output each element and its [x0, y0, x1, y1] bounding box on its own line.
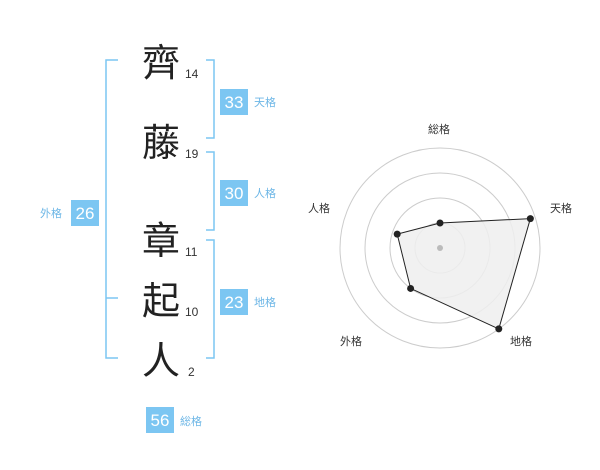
radar-axis-label-gaikaku: 外格 — [340, 335, 362, 348]
name-char-2: 藤 — [142, 121, 181, 165]
name-char-4: 起 — [142, 279, 181, 323]
radar-point-0 — [436, 219, 444, 227]
tenkaku-bracket — [206, 59, 215, 139]
name-char-1: 齊 — [142, 41, 181, 85]
soukaku-label: 総格 — [180, 415, 202, 428]
jinkaku-bracket — [206, 151, 215, 231]
jinkaku-label: 人格 — [254, 187, 276, 200]
name-char-5: 人 — [142, 339, 181, 383]
stroke-count-1: 14 — [185, 67, 199, 81]
soukaku-value: 56 — [146, 407, 174, 433]
tenkaku-value: 33 — [220, 89, 248, 115]
radar-ring-4 — [339, 147, 541, 349]
stroke-count-2: 19 — [185, 147, 199, 161]
chikaku-bracket — [206, 239, 215, 359]
tenkaku-label: 天格 — [254, 96, 276, 109]
radar-axis-label-soukaku: 総格 — [428, 123, 450, 136]
radar-point-4 — [393, 230, 401, 238]
radar-axis-label-jinkaku: 人格 — [308, 202, 330, 215]
gaikaku-label: 外格 — [40, 207, 62, 220]
radar-polygon — [396, 218, 532, 330]
stroke-count-4: 10 — [185, 305, 199, 319]
gaikaku-value: 26 — [71, 200, 99, 226]
radar-point-2 — [495, 325, 503, 333]
radar-axis-label-chikaku: 地格 — [510, 335, 532, 348]
radar-point-1 — [526, 215, 534, 223]
stroke-count-5: 2 — [188, 365, 195, 379]
radar-point-3 — [407, 284, 415, 292]
chikaku-value: 23 — [220, 289, 248, 315]
chikaku-label: 地格 — [254, 296, 276, 309]
radar-axis-label-tenkaku: 天格 — [550, 202, 572, 215]
radar-center-point — [437, 245, 443, 251]
jinkaku-value: 30 — [220, 180, 248, 206]
stroke-count-3: 11 — [185, 245, 198, 259]
gaikaku-bracket — [105, 59, 118, 359]
name-char-3: 章 — [142, 219, 181, 263]
